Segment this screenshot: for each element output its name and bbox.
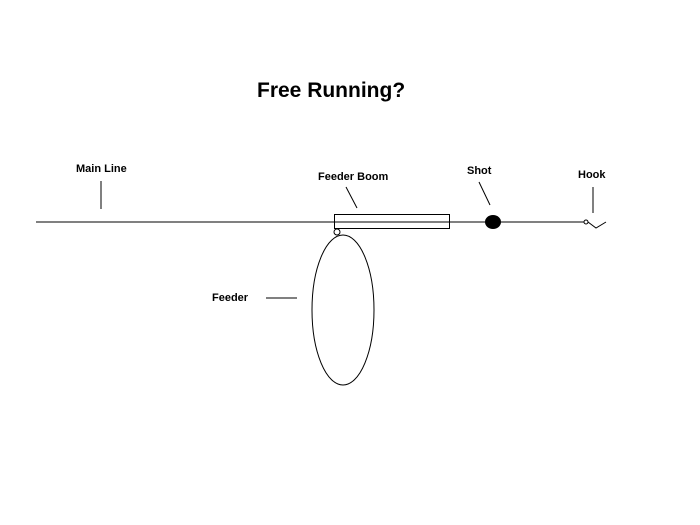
shot-weight [485, 215, 501, 229]
label-main-line: Main Line [76, 163, 127, 175]
label-hook: Hook [578, 169, 606, 181]
feeder-boom-pointer [345, 186, 358, 209]
label-shot: Shot [467, 165, 492, 177]
diagram-title: Free Running? [257, 79, 406, 102]
shot-pointer [478, 181, 491, 206]
label-feeder-boom: Feeder Boom [318, 171, 389, 183]
feeder-attachment-ring [333, 228, 341, 236]
feeder-body [311, 234, 375, 386]
hook-shape [587, 221, 607, 229]
label-feeder: Feeder [212, 292, 249, 304]
hook-eye [583, 219, 589, 225]
